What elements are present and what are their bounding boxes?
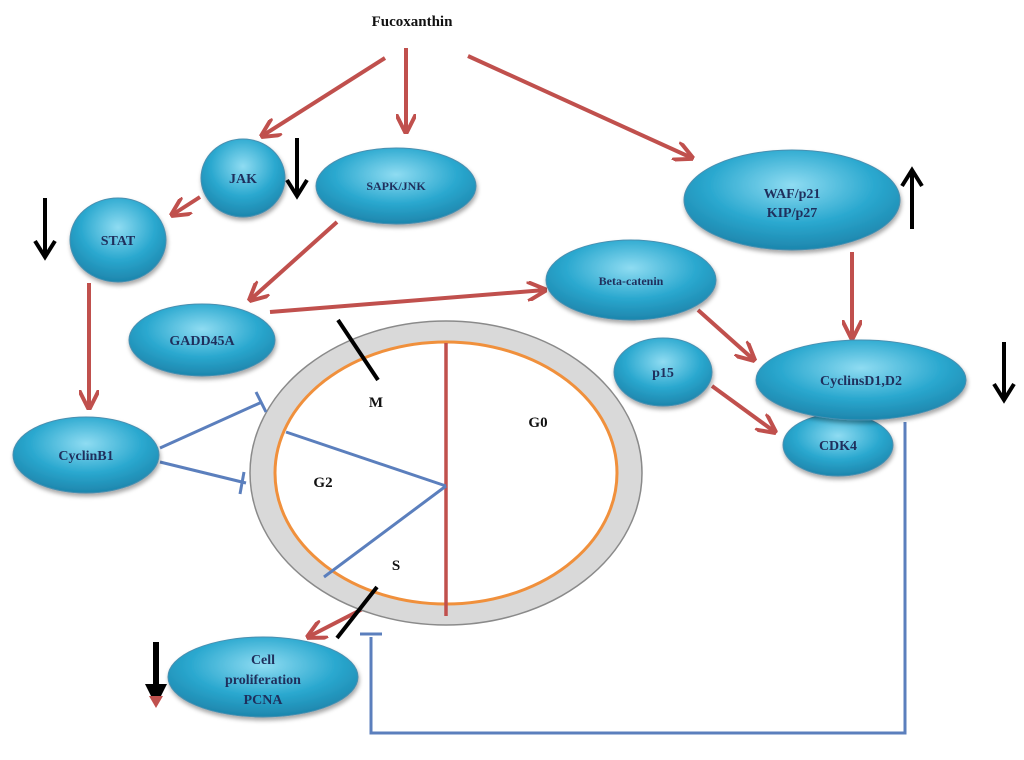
proliferation-label-line3: PCNA [244, 693, 284, 708]
arrow-p15-to-cdk4 [710, 384, 775, 432]
node-cdk4: CDK4 [782, 413, 894, 477]
inhibit-cyclinb1-to-g2 [159, 460, 247, 485]
waf-label-line1: WAF/p21 [764, 187, 821, 202]
waf-up-arrow-icon [900, 166, 924, 229]
inhibit-cyclins-to-s [369, 422, 907, 735]
stat-down-arrow-icon [33, 198, 57, 261]
node-sapk: SAPK/JNK [315, 147, 477, 225]
phase-g2-label: G2 [313, 475, 332, 491]
cdk4-label: CDK4 [819, 439, 857, 454]
s-checkpoint-bar [335, 585, 379, 640]
m-checkpoint-bar [336, 318, 380, 382]
node-gadd45a: GADD45A [128, 303, 276, 377]
jak-down-arrow-icon [285, 138, 309, 200]
regulation-indicators [33, 138, 1016, 404]
inhibit-bar-g2 [238, 471, 246, 495]
waf-label-line2: KIP/p27 [767, 206, 818, 221]
proliferation-down-arrow-icon [145, 642, 167, 708]
inhibit-cyclinb1-to-m [159, 400, 263, 450]
node-cyclinb1: CyclinB1 [12, 416, 160, 494]
cyclins-down-arrow-icon [992, 342, 1016, 404]
arrow-fucoxanthin-to-waf [467, 54, 692, 158]
node-stat: STAT [69, 197, 167, 283]
node-cell-proliferation: Cell proliferation PCNA [167, 636, 359, 718]
node-jak: JAK [200, 138, 286, 218]
proliferation-label-line2: proliferation [225, 673, 301, 688]
proliferation-label-line1: Cell [251, 653, 275, 668]
arrow-sapk-to-gadd [250, 220, 339, 300]
phase-g0-label: G0 [528, 415, 547, 431]
stat-label: STAT [101, 234, 136, 249]
sapk-label: SAPK/JNK [366, 179, 426, 193]
node-cyclins: CyclinsD1,D2 [755, 339, 967, 421]
diagram-title: Fucoxanthin [372, 14, 454, 30]
arrow-beta-to-cyclins [696, 308, 754, 360]
arrow-gadd-to-beta [269, 290, 545, 314]
g2-lower-divider [323, 484, 447, 579]
g2-upper-divider [285, 430, 447, 488]
node-waf: WAF/p21 KIP/p27 [683, 149, 901, 251]
node-p15: p15 [613, 337, 713, 407]
cyclins-label: CyclinsD1,D2 [820, 374, 902, 389]
jak-label: JAK [229, 172, 257, 187]
cell-cycle: M G0 G2 S [249, 318, 643, 640]
phase-s-label: S [392, 558, 400, 574]
arrow-fucoxanthin-to-jak [262, 56, 387, 136]
inhibition-lines [159, 391, 907, 735]
arrow-jak-to-stat [172, 195, 202, 215]
inhibit-bar-m [254, 391, 268, 413]
gadd45a-label: GADD45A [169, 334, 235, 349]
p15-label: p15 [652, 366, 674, 381]
node-beta-catenin: Beta-catenin [545, 239, 717, 321]
beta-catenin-label: Beta-catenin [599, 274, 664, 288]
cyclinb1-label: CyclinB1 [58, 449, 113, 464]
phase-m-label: M [369, 395, 383, 411]
